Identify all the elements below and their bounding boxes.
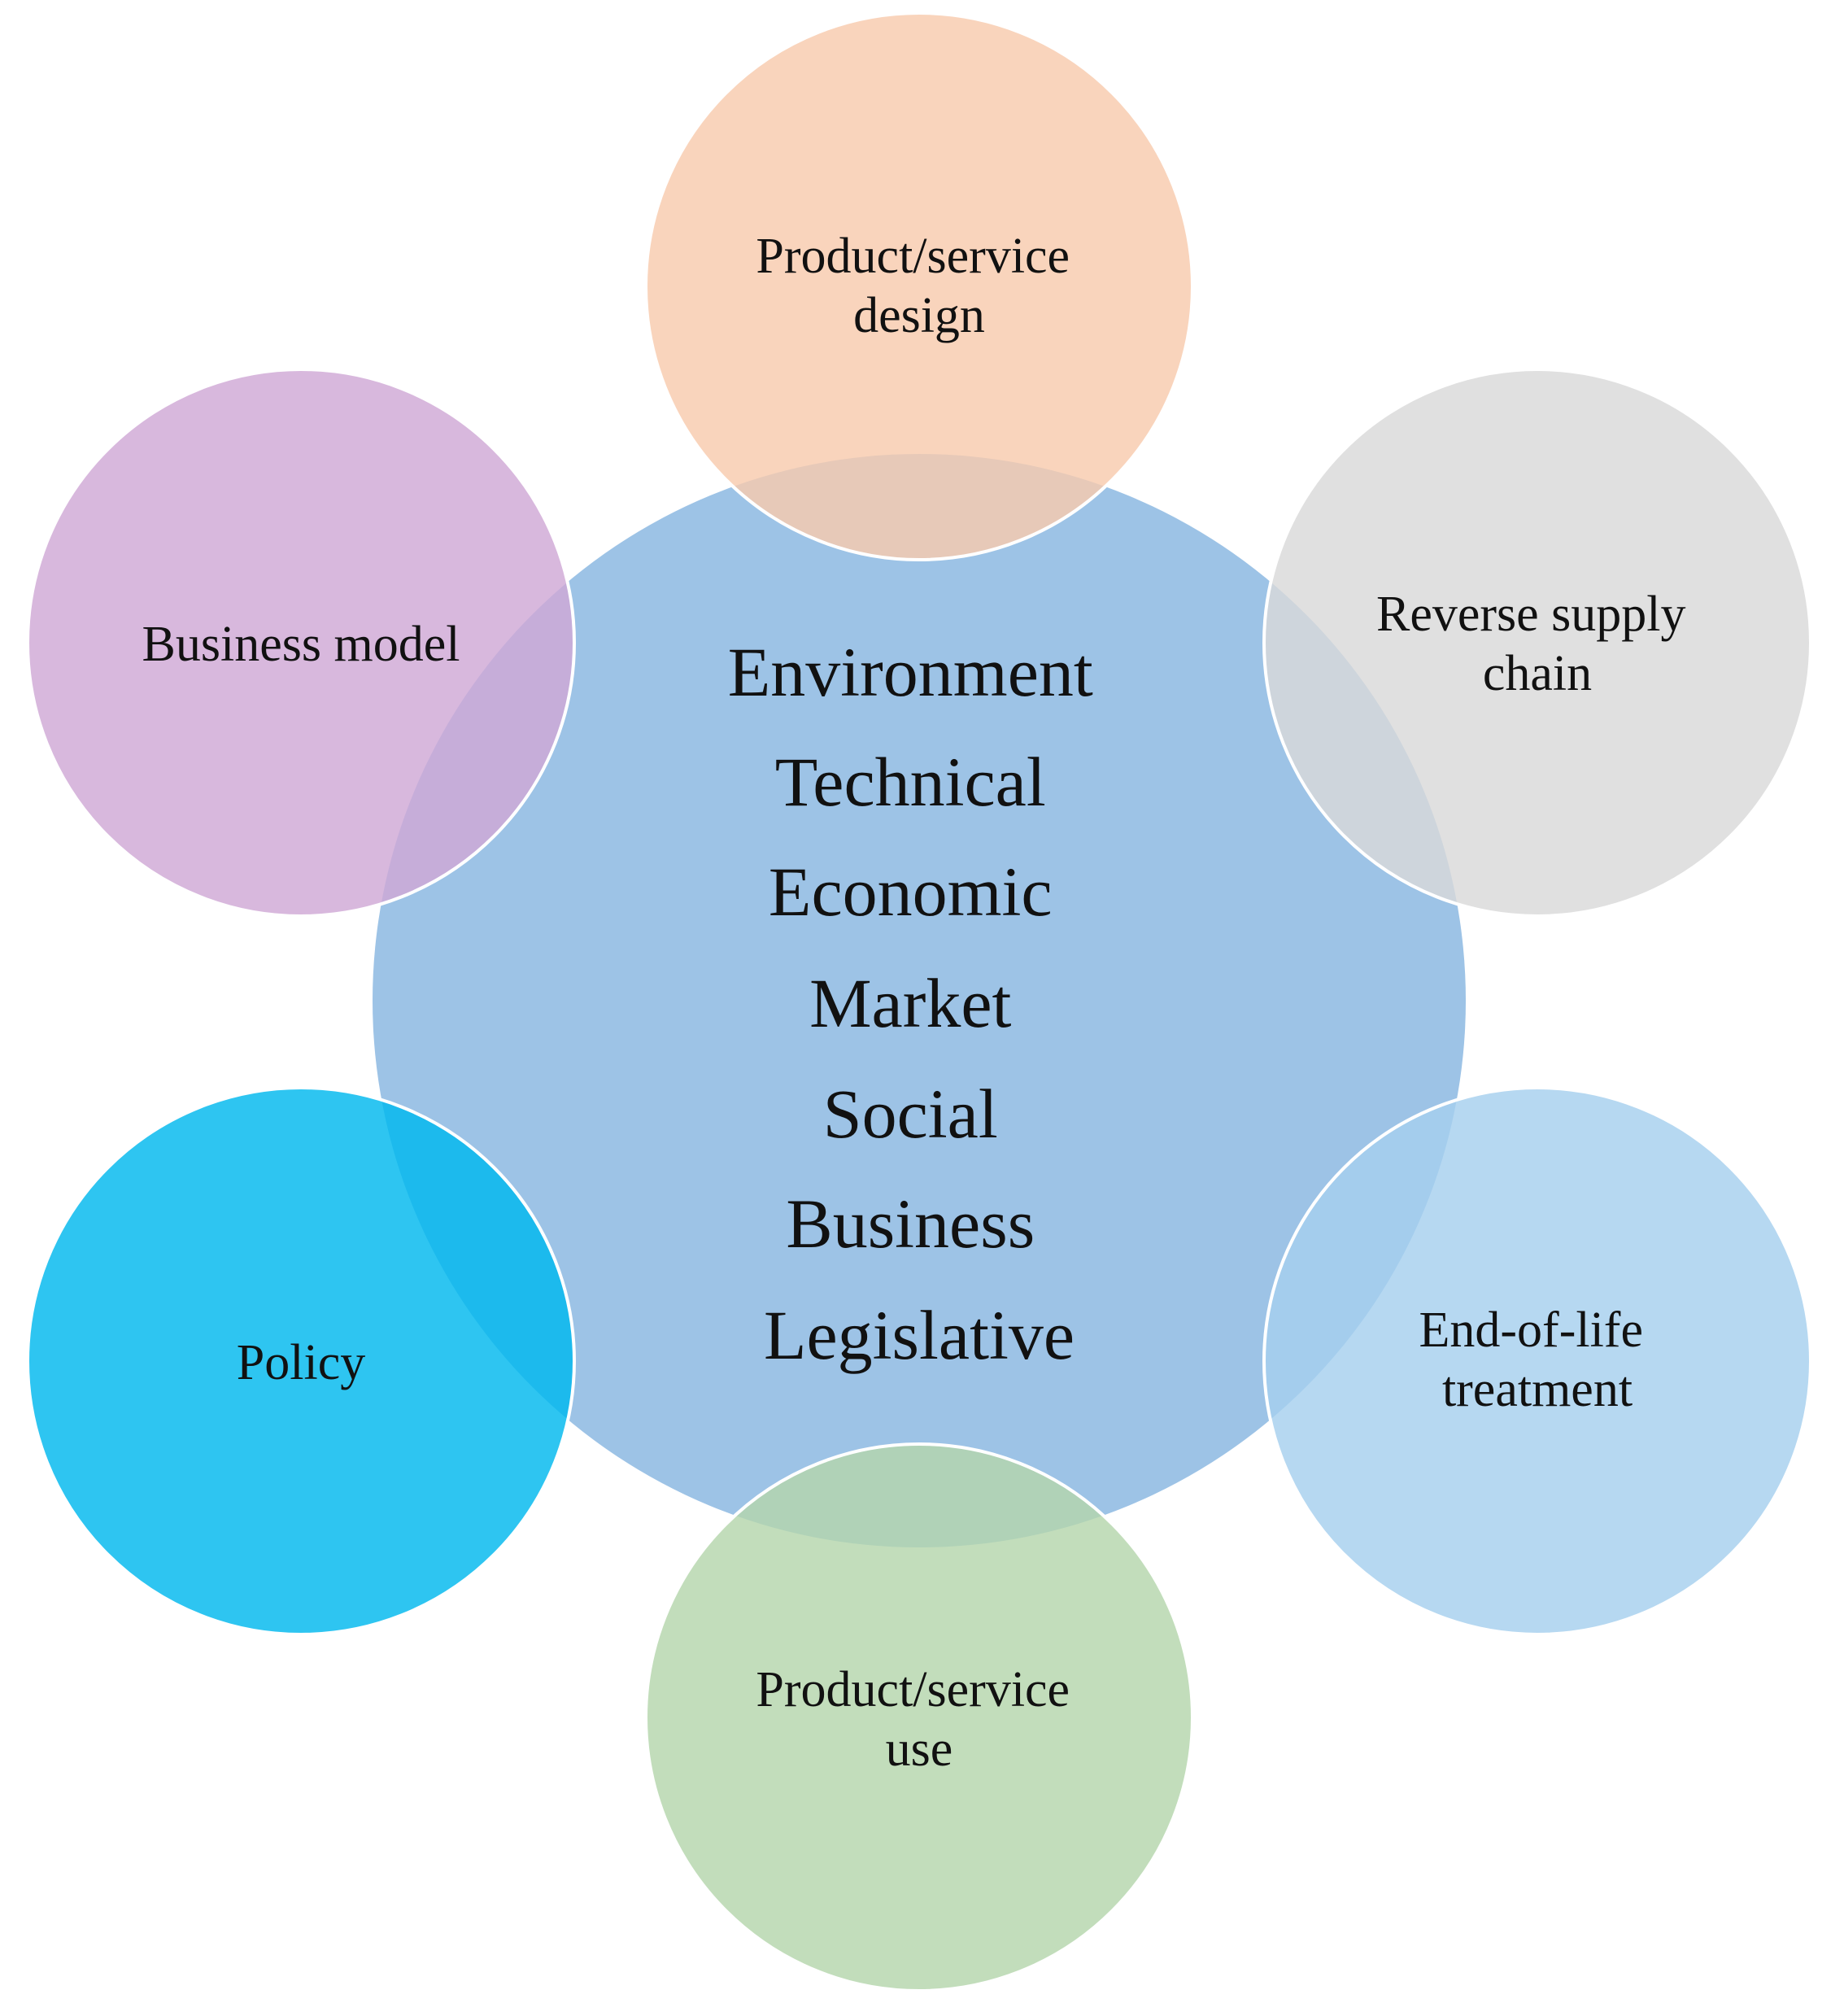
center-label-line: Legislative	[764, 1296, 1075, 1374]
label-line: Reverse supply	[1376, 587, 1686, 642]
policy-label: Policy	[237, 1335, 365, 1390]
satellite-end-of-life-treatment: End-of-life treatment	[1262, 1086, 1812, 1636]
label-line: Business model	[142, 617, 460, 672]
reverse-supply-chain-label: Reverse supply chain	[1376, 587, 1698, 701]
satellite-product-service-use: Product/service use	[644, 1442, 1194, 1992]
satellite-product-service-design: Product/service design	[644, 11, 1194, 561]
label-line: chain	[1483, 646, 1592, 701]
label-line: design	[853, 288, 985, 343]
center-label-line: Social	[823, 1075, 998, 1153]
center-label: Environment Technical Economic Market So…	[728, 633, 1111, 1374]
center-circle-group: Environment Technical Economic Market So…	[373, 454, 1466, 1547]
label-line: End-of-life	[1419, 1303, 1643, 1358]
product-service-use-circle	[644, 1442, 1194, 1992]
end-of-life-treatment-circle	[1262, 1086, 1812, 1636]
business-model-label: Business model	[142, 617, 460, 672]
product-service-design-label: Product/service design	[756, 229, 1082, 343]
center-label-line: Environment	[728, 633, 1093, 711]
label-line: Product/service	[756, 1662, 1070, 1717]
center-circle	[373, 454, 1466, 1547]
satellite-reverse-supply-chain: Reverse supply chain	[1262, 368, 1812, 918]
center-label-line: Business	[786, 1185, 1035, 1263]
end-of-life-treatment-label: End-of-life treatment	[1419, 1303, 1656, 1417]
business-model-circle	[26, 368, 576, 918]
center-label-line: Market	[809, 964, 1011, 1042]
satellite-policy: Policy	[26, 1086, 576, 1636]
center-label-line: Economic	[769, 853, 1053, 931]
product-service-design-circle	[644, 11, 1194, 561]
center-label-line: Technical	[775, 743, 1046, 821]
reverse-supply-chain-circle	[1262, 368, 1812, 918]
label-line: use	[886, 1721, 953, 1777]
label-line: treatment	[1442, 1362, 1633, 1417]
product-service-use-label: Product/service use	[756, 1662, 1082, 1777]
satellite-business-model: Business model	[26, 368, 576, 918]
label-line: Product/service	[756, 229, 1070, 284]
label-line: Policy	[237, 1335, 365, 1390]
policy-circle	[26, 1086, 576, 1636]
